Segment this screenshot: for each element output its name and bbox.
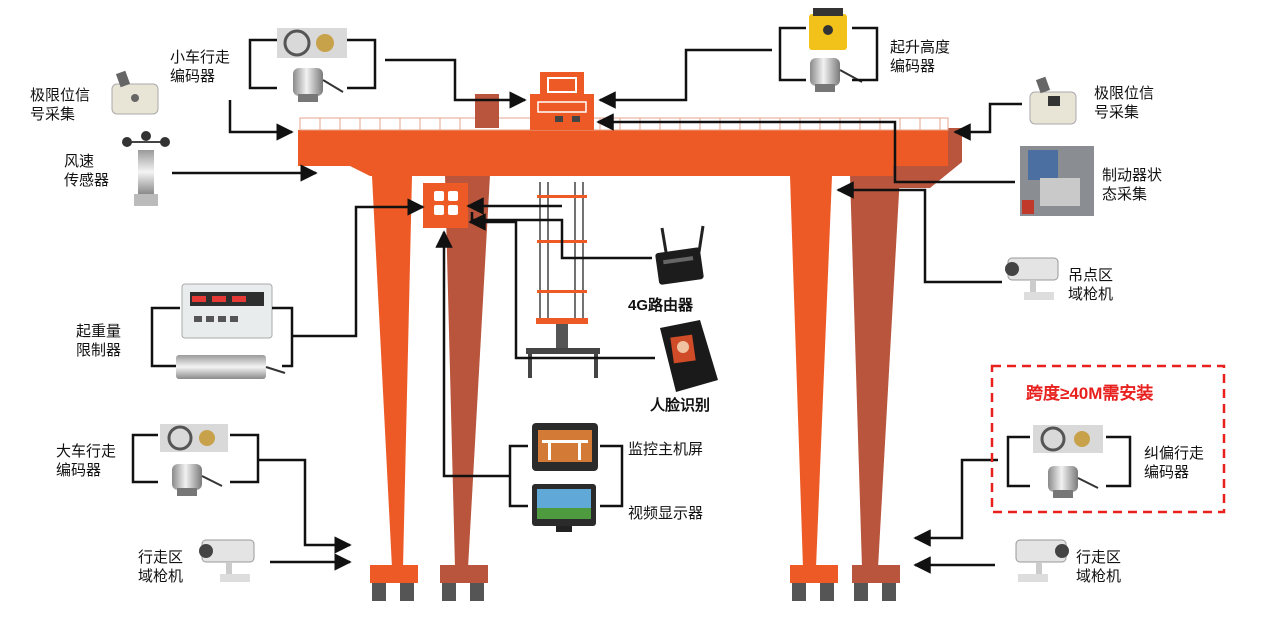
- connector-lines: [131, 26, 1132, 574]
- label-crane-encoder: 大车行走编码器: [56, 443, 117, 479]
- control-box: [423, 183, 468, 228]
- limit-switch-yellow-icon: [809, 8, 847, 50]
- encoder-icon: [810, 58, 863, 92]
- handwheel-icon: [277, 28, 347, 58]
- face-terminal-icon: [660, 320, 718, 392]
- label-limit-left: 极限位信号采集: [30, 87, 91, 123]
- label-load-limiter: 起重量限制器: [76, 323, 122, 359]
- limit-switch-icon: [1029, 76, 1077, 125]
- camera-icon: [199, 539, 255, 582]
- encoder-icon: [293, 68, 344, 102]
- label-travel-camera-left: 行走区域枪机: [138, 549, 184, 585]
- control-box-icon: [434, 191, 458, 215]
- crane-trolley: [530, 72, 594, 130]
- label-hoist-encoder: 起升高度编码器: [890, 39, 951, 75]
- label-hook-camera: 吊点区域枪机: [1068, 267, 1114, 303]
- load-display-icon: [181, 283, 273, 339]
- crane-hook: [526, 318, 600, 378]
- label-trolley-encoder: 小车行走编码器: [170, 49, 231, 85]
- crane-main-girder: [298, 130, 948, 176]
- handwheel-icon: [1033, 425, 1103, 453]
- label-4g-router: 4G路由器: [628, 297, 694, 314]
- crane-leg-back-left: [445, 175, 490, 568]
- crane-wheels-left: [370, 565, 488, 601]
- label-video-display: 视频显示器: [628, 505, 704, 522]
- anemometer-icon: [122, 131, 170, 206]
- crane-walkway: [299, 117, 949, 131]
- camera-icon: [1015, 539, 1069, 582]
- span-note-box: [990, 364, 1226, 514]
- handwheel-icon: [160, 424, 228, 452]
- router-icon: [655, 225, 705, 285]
- label-monitor-host-screen: 监控主机屏: [628, 441, 704, 458]
- brake-icon: [1020, 146, 1094, 216]
- label-brake-status: 制动器状态采集: [1102, 167, 1163, 203]
- load-cell-icon: [176, 355, 286, 379]
- gantry-crane: [298, 72, 962, 601]
- encoder-icon: [172, 464, 223, 496]
- monitor-icon: [532, 423, 598, 471]
- label-face-recognition: 人脸识别: [650, 397, 711, 414]
- label-span-note: 跨度≥40M需安装: [1026, 384, 1154, 403]
- encoder-icon: [1048, 466, 1099, 498]
- monitor-icon: [532, 484, 596, 532]
- crane-leg-front-left: [372, 176, 412, 568]
- camera-icon: [1005, 257, 1059, 300]
- crane-leg-front-right: [790, 176, 832, 568]
- crane-wheels-right: [790, 565, 900, 601]
- label-limit-right: 极限位信号采集: [1094, 85, 1155, 121]
- label-deviation-encoder: 纠偏行走编码器: [1144, 445, 1205, 481]
- limit-switch-icon: [111, 70, 159, 115]
- crane-leg-back-right: [850, 175, 900, 568]
- label-wind-sensor: 风速传感器: [64, 153, 110, 189]
- label-travel-camera-right: 行走区域枪机: [1076, 549, 1122, 585]
